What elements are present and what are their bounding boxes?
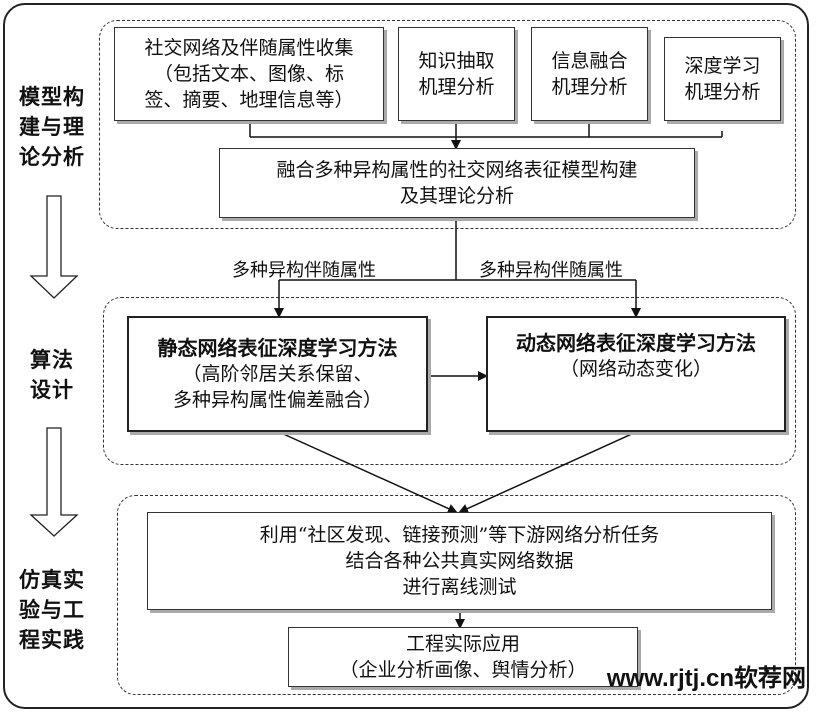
stage-label-modeling: 模型构建与理论分析 — [19, 84, 85, 169]
stage2-container — [103, 297, 796, 465]
box-information-fusion: 信息融合机理分析 — [531, 27, 648, 121]
box-knowledge-extraction: 知识抽取机理分析 — [398, 27, 515, 121]
box-model-construction: 融合多种异构属性的社交网络表征模型构建及其理论分析 — [219, 148, 695, 218]
stage-label-algorithm: 算法设计 — [30, 347, 74, 402]
box-dynamic-method: 动态网络表征深度学习方法 （网络动态变化） — [486, 316, 786, 432]
box-static-method: 静态网络表征深度学习方法 （高阶邻居关系保留、多种异构属性偏差融合） — [127, 316, 428, 432]
outer-frame — [3, 3, 809, 709]
stage-label-simulation: 仿真实验与工程实践 — [19, 567, 85, 652]
box-engineering-application: 工程实际应用（企业分析画像、舆情分析） — [288, 627, 638, 687]
watermark: www.rjtj.cn软荐网 — [606, 665, 806, 692]
edge-label-left: 多种异构伴随属性 — [232, 260, 376, 281]
box-data-collection: 社交网络及伴随属性收集（包括文本、图像、标签、摘要、地理信息等） — [114, 27, 384, 121]
box-deep-learning: 深度学习机理分析 — [664, 37, 781, 121]
stage3-container — [117, 495, 796, 695]
stage1-container — [99, 20, 796, 229]
edge-label-right: 多种异构伴随属性 — [479, 260, 623, 281]
box-offline-testing: 利用“社区发现、链接预测”等下游网络分析任务结合各种公共真实网络数据进行离线测试 — [147, 512, 772, 610]
